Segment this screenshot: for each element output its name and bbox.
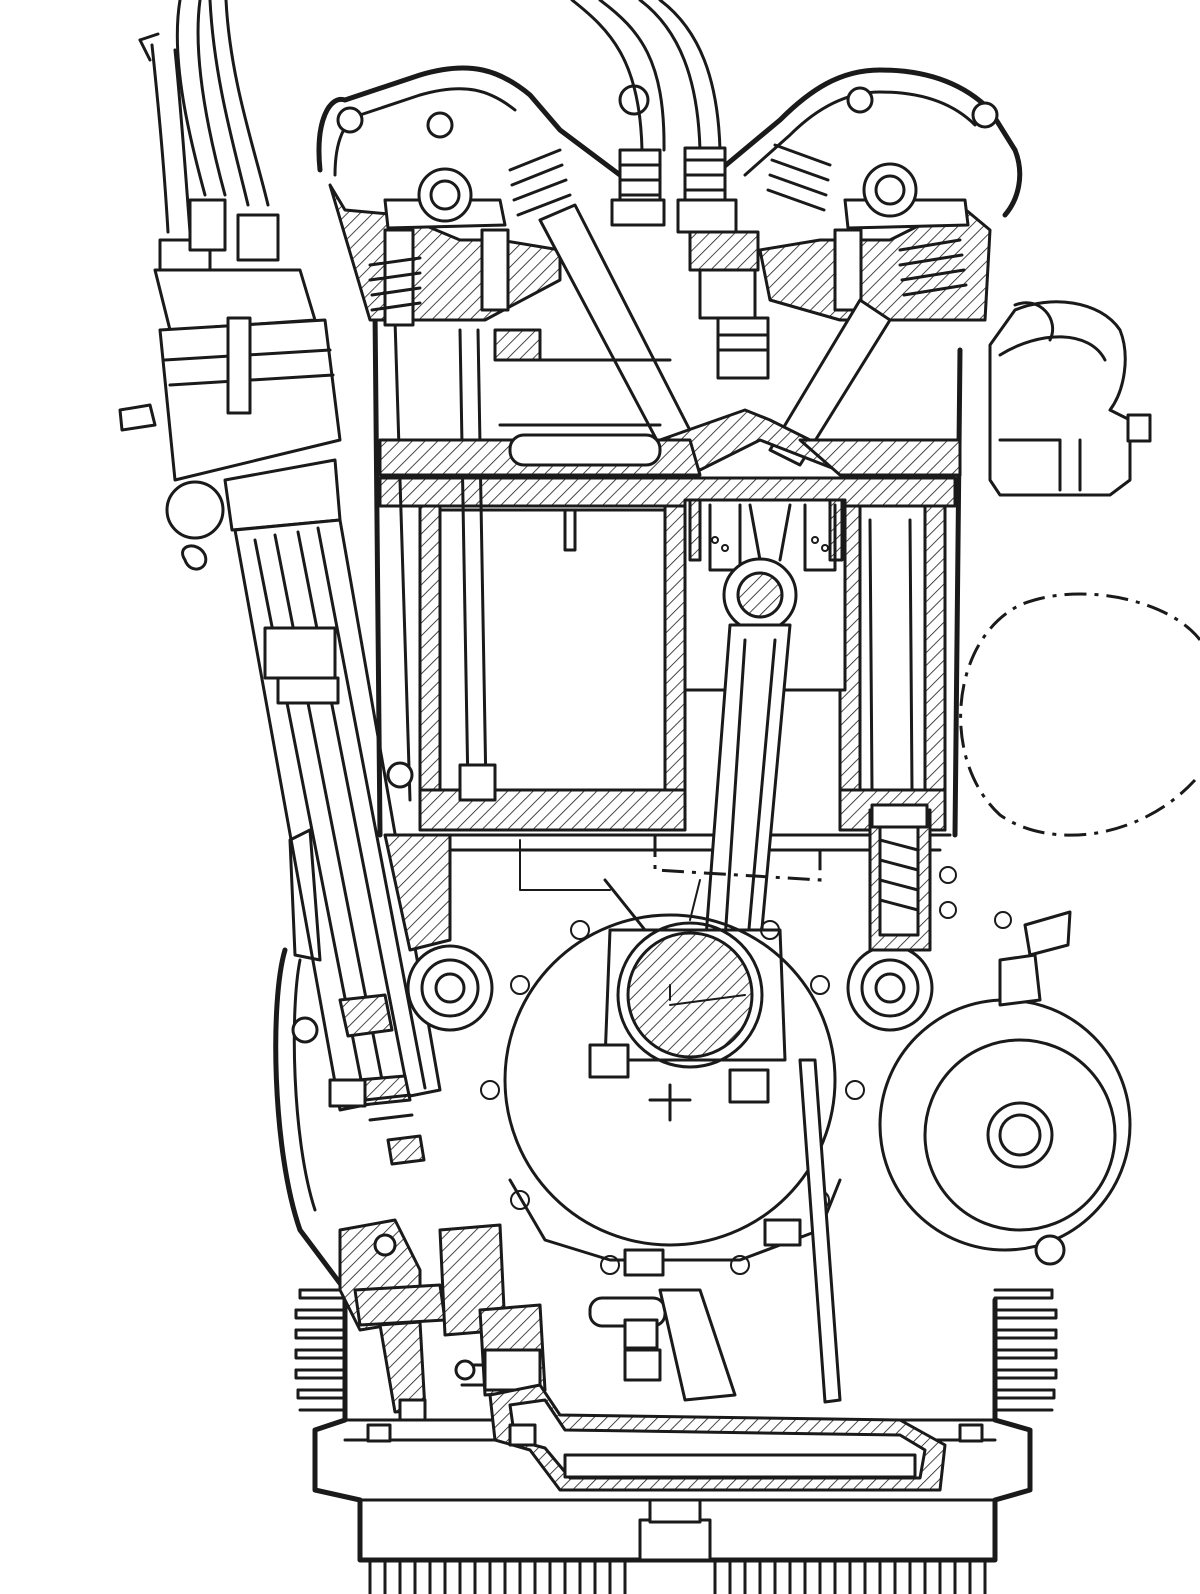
camshafts (383, 803, 934, 1032)
connecting-rod (588, 623, 792, 1122)
valves (378, 203, 962, 477)
spark-plugs (610, 146, 770, 380)
exhaust-port (988, 300, 1152, 497)
cylinder-head-left (316, 65, 623, 327)
cooling-fins (294, 1288, 1058, 1594)
cylinder-head-right (717, 67, 1023, 322)
flywheel-outline (519, 592, 1200, 921)
distributor (118, 198, 342, 571)
ignition-leads (138, 0, 722, 234)
misc-bolts (288, 761, 414, 1122)
distributor-drive-shaft (233, 518, 442, 1166)
starter-motor (878, 866, 1132, 1266)
oil-pickup-and-sump (366, 1058, 984, 1492)
oil-pump (338, 1218, 547, 1422)
piston (683, 498, 847, 692)
